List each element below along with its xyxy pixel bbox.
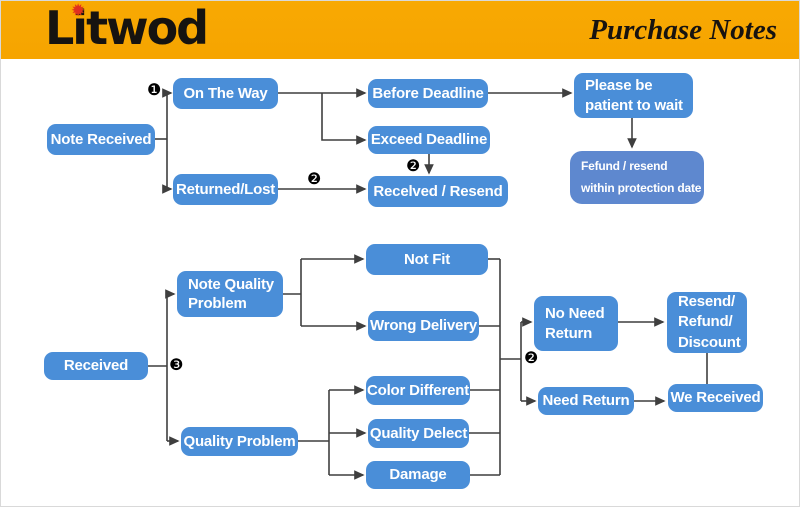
node-resend-refund-discount: Resend/ Refund/ Discount — [667, 292, 747, 353]
node-returned-lost: Returned/Lost — [173, 174, 278, 205]
node-need-return: Need Return — [538, 387, 634, 415]
brand-logo: Litwod — [45, 1, 209, 55]
node-received: Received — [44, 352, 148, 380]
node-note-quality-problem: Note Quality Problem — [177, 271, 283, 317]
node-note-received: Note Received — [47, 124, 155, 155]
node-quality-problem: Quality Problem — [181, 427, 298, 456]
step-2-badge-return-branch: ❷ — [524, 348, 539, 367]
node-damage: Damage — [366, 461, 470, 489]
node-we-received: We Received — [668, 384, 763, 412]
node-exceed-deadline: Exceed Deadline — [368, 126, 490, 154]
node-not-fit: Not Fit — [366, 244, 488, 275]
node-on-the-way: On The Way — [173, 78, 278, 109]
step-1-badge: ❶ — [147, 80, 162, 99]
node-before-deadline: Before Deadline — [368, 79, 488, 108]
header-banner: Litwod ✹ Purchase Notes — [1, 1, 799, 59]
page-title: Purchase Notes — [589, 14, 777, 46]
step-2-badge-exceed: ❷ — [406, 156, 421, 175]
node-quality-delect: Quality Delect — [368, 419, 469, 448]
node-color-different: Color Different — [366, 376, 470, 405]
node-wrong-delivery: Wrong Delivery — [368, 311, 479, 341]
sun-icon: ✹ — [71, 1, 86, 20]
node-refund-protection: Fefund / resend within protection date — [570, 151, 704, 204]
node-received-resend: Recelved / Resend — [368, 176, 508, 207]
node-no-need-return: No Need Return — [534, 296, 618, 351]
step-2-badge-returned: ❷ — [307, 169, 322, 188]
node-please-wait: Please be patient to wait — [574, 73, 693, 118]
step-3-badge: ❸ — [169, 355, 184, 374]
